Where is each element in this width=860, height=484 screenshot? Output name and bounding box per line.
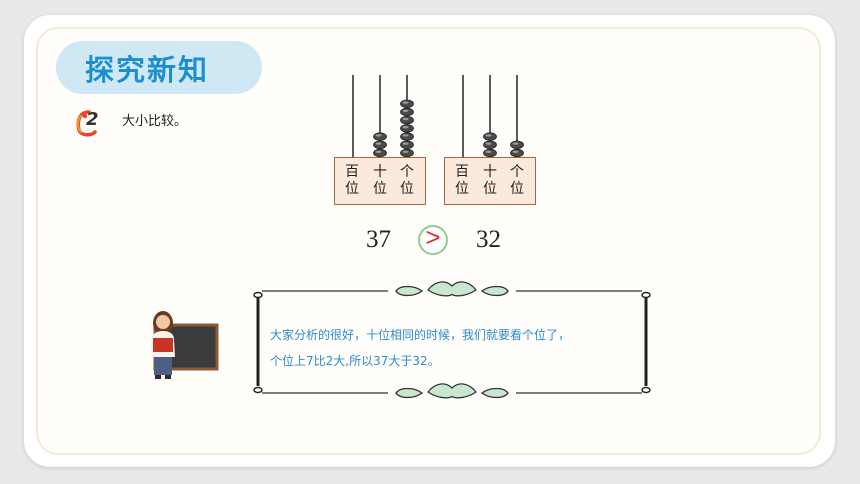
compare-left-number: 37 — [366, 226, 391, 253]
abacus-bead-highlight — [402, 126, 409, 129]
page-title: 探究新知 — [85, 53, 210, 87]
abacus-bead-highlight — [375, 142, 382, 145]
title-pill — [56, 41, 262, 94]
abacus-bead — [400, 132, 414, 141]
abacus-bead-highlight — [485, 134, 492, 137]
abacus-bead-highlight — [402, 134, 409, 137]
abacus-bead — [483, 148, 497, 158]
leaf-ornament-top-icon — [395, 281, 509, 297]
speech-frame — [253, 281, 651, 399]
abacus-bead — [483, 140, 497, 149]
abacus-bead — [483, 132, 497, 141]
place-label-ones: 个位 — [400, 164, 414, 197]
place-label-hundreds: 百位 — [455, 164, 469, 197]
abacus-bead-highlight — [375, 134, 382, 137]
exercise-number: 2 — [86, 109, 99, 130]
abacus-bead-highlight — [485, 150, 492, 153]
teacher-icon — [151, 311, 219, 379]
abacus-bead — [373, 132, 387, 141]
abacus-bead — [373, 148, 387, 158]
abacus-bead-highlight — [512, 142, 519, 145]
compare-right-number: 32 — [476, 226, 501, 253]
abacus-bead — [400, 116, 414, 125]
abacus-bead — [400, 140, 414, 149]
abacus-bead — [373, 140, 387, 149]
speech-line-2: 个位上7比2大,所以37大于32。 — [270, 354, 440, 368]
speech-text: 大家分析的很好，十位相同的时候，我们就要看个位了， 个位上7比2大,所以37大于… — [270, 322, 640, 374]
place-label-hundreds: 百位 — [345, 164, 359, 197]
compare-ring — [418, 225, 448, 255]
abacus-bead — [400, 148, 414, 158]
leaf-ornament-bottom-icon — [395, 383, 509, 399]
abacus-bead-highlight — [402, 142, 409, 145]
place-label-tens: 十位 — [373, 164, 387, 197]
abacus-bead — [400, 107, 414, 117]
abacus-bead-highlight — [402, 101, 409, 104]
abacus-bead-highlight — [402, 117, 409, 121]
exercise-badge-icon — [76, 110, 97, 137]
compare-sign: > — [425, 222, 441, 252]
exercise-text: 大小比较。 — [122, 114, 188, 129]
place-label-tens: 十位 — [483, 164, 497, 197]
abacus-bead — [510, 148, 524, 158]
abacus-bead-highlight — [402, 109, 409, 112]
abacus-bead-highlight — [485, 142, 492, 145]
abacus-bead — [400, 124, 414, 133]
abacus-bead-highlight — [375, 150, 382, 153]
place-label-ones: 个位 — [510, 164, 524, 197]
abacus-bead — [400, 99, 414, 108]
place-value-box-right: 百位 十位 个位 — [444, 157, 536, 205]
place-value-box-left: 百位 十位 个位 — [334, 157, 426, 205]
speech-line-1: 大家分析的很好，十位相同的时候，我们就要看个位了， — [270, 328, 571, 342]
abacus-bead-highlight — [512, 150, 519, 153]
abacus-bead — [510, 140, 524, 149]
abacus-bead-highlight — [402, 150, 409, 153]
abacus-rods — [352, 75, 524, 158]
